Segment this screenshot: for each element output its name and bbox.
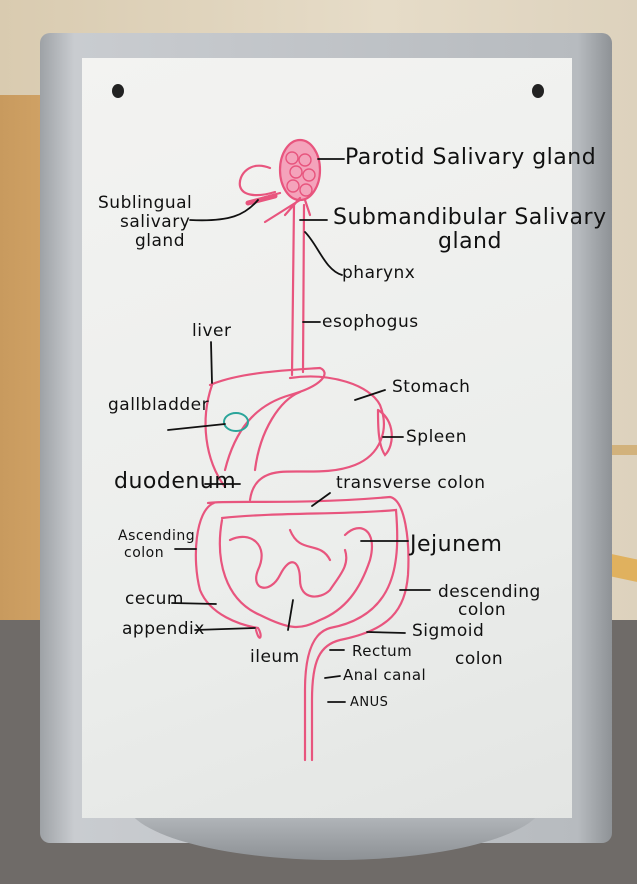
stomach — [248, 375, 385, 502]
label-spleen: Spleen — [406, 427, 467, 447]
sublingual-gland — [245, 193, 278, 206]
parotid-lobules — [285, 151, 316, 197]
mouth-outline — [238, 164, 282, 200]
label-anus: ANUS — [350, 695, 389, 710]
label-submandibular-line1: Submandibular Salivary — [333, 205, 607, 230]
label-transverse-colon: transverse colon — [336, 473, 486, 493]
label-esophagus: esophogus — [322, 312, 419, 332]
label-anal-canal: Anal canal — [343, 666, 427, 684]
label-duodenum: duodenum — [114, 469, 237, 494]
label-sublingual-line1: Sublingual — [98, 193, 193, 213]
whiteboard-surface — [82, 58, 572, 818]
spleen — [376, 408, 393, 457]
liver — [208, 366, 326, 472]
large-intestine — [194, 495, 410, 762]
label-descending-line1: descending — [438, 582, 541, 602]
label-sigmoid-line2: colon — [455, 649, 504, 669]
label-descending-line2: colon — [458, 600, 507, 620]
label-gallbladder: gallbladder — [108, 395, 210, 415]
label-submandibular-line2: gland — [438, 229, 502, 254]
label-liver: liver — [192, 321, 232, 341]
label-rectum: Rectum — [352, 642, 413, 660]
label-parotid-salivary-gland: Parotid Salivary gland — [345, 145, 597, 170]
label-stomach: Stomach — [392, 377, 471, 397]
mount-peg-right — [532, 84, 544, 98]
esophagus — [290, 203, 306, 377]
leader-lines — [167, 158, 431, 703]
duodenum — [204, 383, 227, 489]
submandibular-gland — [263, 196, 312, 224]
label-jejunum: Jejunem — [410, 532, 503, 557]
label-pharynx: pharynx — [342, 263, 416, 283]
label-cecum: cecum — [125, 589, 184, 609]
label-sublingual-line3: gland — [135, 231, 185, 251]
label-sigmoid-line1: Sigmoid — [412, 621, 485, 641]
mount-peg-left — [112, 84, 124, 98]
label-ileum: ileum — [250, 647, 300, 667]
gallbladder — [223, 412, 249, 432]
label-sublingual-line2: salivary — [120, 212, 191, 232]
wall-rail — [590, 445, 637, 455]
label-appendix: appendix — [122, 619, 205, 639]
label-ascending-line1: Ascending — [118, 528, 196, 544]
small-intestine — [218, 518, 373, 629]
label-ascending-line2: colon — [124, 545, 165, 561]
